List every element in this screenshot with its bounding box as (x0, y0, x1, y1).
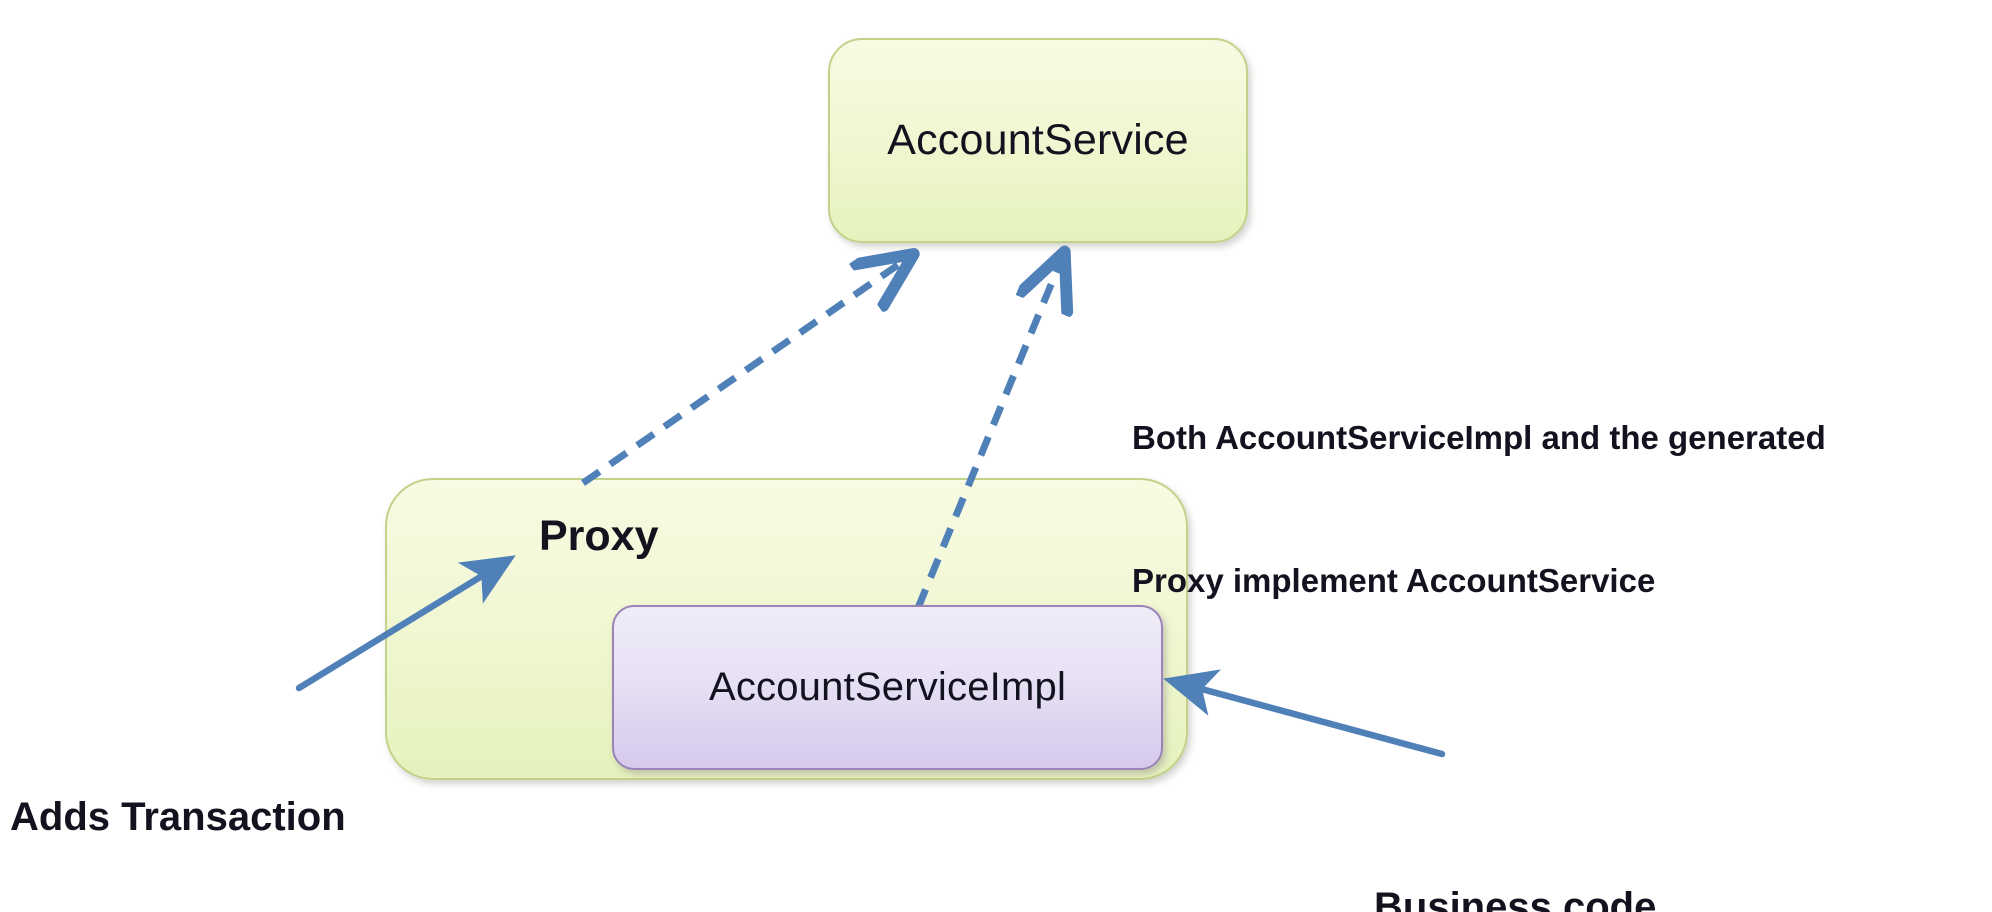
annotation-business-code: Business code (1374, 780, 1656, 912)
annotation-adds-transaction-line-1: Adds Transaction (10, 795, 346, 840)
annotation-both-implement-line-1: Both AccountServiceImpl and the generate… (1132, 418, 1826, 456)
node-account-service-label: AccountService (887, 116, 1189, 164)
node-account-service-impl-label: AccountServiceImpl (708, 665, 1067, 709)
node-proxy-label: Proxy (539, 512, 659, 560)
node-account-service-impl[interactable]: AccountServiceImpl (612, 605, 1163, 770)
annotation-both-implement-line-2: Proxy implement AccountService (1132, 562, 1656, 600)
node-account-service[interactable]: AccountService (828, 38, 1248, 243)
annotation-business-code-line-1: Business code (1374, 885, 1657, 912)
annotation-adds-transaction: Adds Transaction behavior (10, 690, 346, 912)
annotation-both-implement: Both AccountServiceImpl and the generate… (1132, 318, 1826, 701)
connector-proxy-implements-accountservice (581, 258, 908, 486)
